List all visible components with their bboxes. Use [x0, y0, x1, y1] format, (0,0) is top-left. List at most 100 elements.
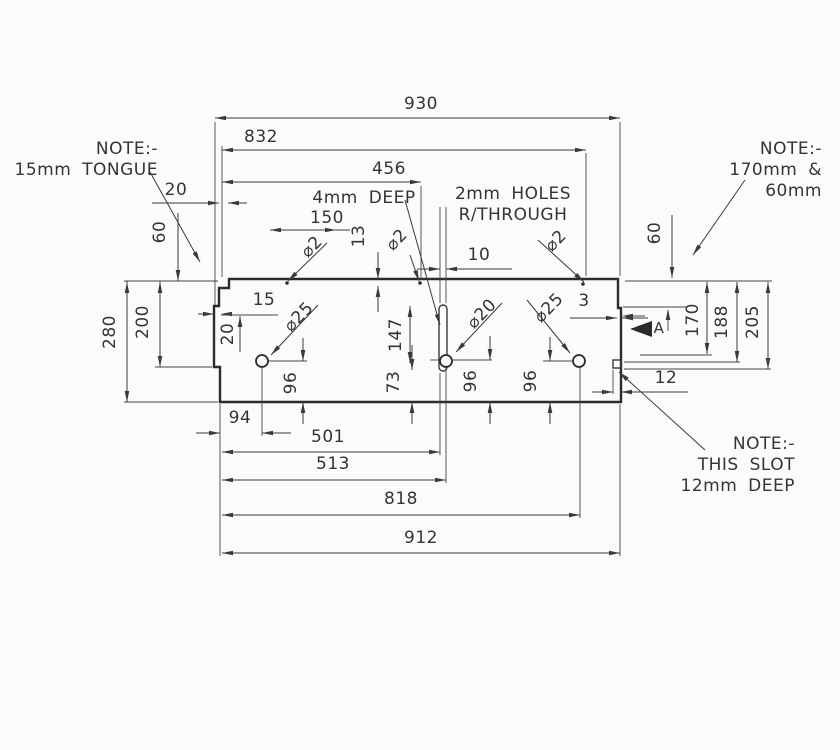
arrowhead-icon — [409, 359, 415, 370]
arrowhead-icon — [410, 179, 421, 185]
extension-lines — [124, 122, 772, 556]
arrowhead-icon — [407, 352, 413, 363]
part-outline — [212, 277, 623, 404]
arrowhead-icon — [704, 343, 710, 354]
arrowhead-icon — [222, 449, 233, 455]
dim-label-3: 3 — [578, 291, 590, 311]
arrowhead-icon — [192, 251, 200, 262]
dim-label-200: 200 — [133, 305, 153, 339]
dim-label-205: 205 — [743, 305, 763, 339]
hole-dot-2mm-mid — [418, 281, 422, 285]
hole-center-20 — [439, 354, 453, 368]
arrowhead-icon — [547, 350, 553, 361]
arrowhead-icon — [203, 311, 214, 317]
arrowhead-icon — [574, 272, 584, 282]
arrowhead-icon — [237, 316, 243, 327]
arrowhead-icon — [665, 309, 671, 320]
arrowhead-icon — [487, 349, 493, 360]
dim-label-818: 818 — [384, 489, 418, 509]
arrowhead-icon — [262, 430, 273, 436]
note-170-60: NOTE:- 170mm & 60mm — [729, 139, 822, 201]
hole-dot-2mm-right — [581, 282, 585, 286]
arrowhead-icon — [413, 269, 419, 281]
arrowhead-icon — [487, 402, 493, 413]
arrowhead-icon — [693, 244, 702, 255]
dim-label-188: 188 — [712, 305, 732, 339]
note-4mm-deep: 4mm DEEP — [312, 188, 416, 208]
dim-label-96-2: 96 — [461, 369, 481, 393]
dim-label-20-left: 20 — [218, 322, 238, 346]
hole-left-25 — [255, 354, 269, 368]
arrowhead-icon — [215, 115, 226, 121]
arrowhead-icon — [157, 356, 163, 367]
arrowhead-icon — [175, 270, 181, 281]
dim-label-501: 501 — [311, 427, 345, 447]
arrowhead-icon — [434, 313, 440, 325]
arrowhead-icon — [325, 227, 336, 233]
arrowhead-icon — [222, 550, 233, 556]
arrowhead-icon — [124, 391, 130, 402]
arrowhead-icon — [208, 200, 219, 206]
arrowhead-icon — [602, 389, 613, 395]
arrowhead-icon — [622, 313, 633, 319]
arrowhead-icon — [222, 179, 233, 185]
arrowhead-icon — [547, 402, 553, 413]
arrowhead-icon — [734, 282, 740, 293]
arrowhead-icon — [209, 430, 220, 436]
arrowhead-icon — [606, 315, 617, 321]
arrowhead-icon — [435, 477, 446, 483]
arrowhead-icon — [734, 351, 740, 362]
arrowhead-icon — [375, 286, 381, 297]
arrowhead-icon — [124, 282, 130, 293]
arrowheads — [124, 115, 771, 556]
dim-label-513: 513 — [316, 454, 350, 474]
dim-label-280: 280 — [100, 315, 120, 349]
section-label: A — [653, 319, 665, 337]
edge-slot-notch — [612, 359, 622, 369]
hole-right-25 — [572, 354, 586, 368]
arrowhead-icon — [669, 267, 675, 278]
dim-label-15: 15 — [252, 290, 276, 310]
leader-lines — [149, 171, 746, 451]
dim-label-912: 912 — [404, 528, 438, 548]
arrowhead-icon — [765, 358, 771, 369]
dim-label-456: 456 — [372, 159, 406, 179]
arrowhead-icon — [561, 343, 570, 353]
arrowhead-icon — [429, 449, 440, 455]
dim-label-930: 930 — [404, 94, 438, 114]
dim-label-150: 150 — [310, 208, 344, 228]
arrowhead-icon — [228, 200, 239, 206]
arrowhead-icon — [300, 402, 306, 413]
arrowhead-icon — [765, 282, 771, 293]
arrowhead-icon — [704, 282, 710, 293]
arrowhead-icon — [222, 477, 233, 483]
note-2mm-holes: 2mm HOLES R/THROUGH — [454, 184, 572, 225]
arrowhead-icon — [575, 147, 586, 153]
dim-label-96-1: 96 — [281, 371, 301, 395]
dim-label-147: 147 — [386, 318, 406, 352]
dim-label-96-3: 96 — [521, 369, 541, 393]
arrowhead-icon — [609, 115, 620, 121]
arrowhead-icon — [407, 306, 413, 317]
section-arrow-icon — [630, 321, 652, 337]
note-slot-deep: NOTE:- THIS SLOT 12mm DEEP — [680, 434, 795, 496]
dim-label-73: 73 — [384, 370, 404, 394]
dim-label-832: 832 — [244, 127, 278, 147]
arrowhead-icon — [221, 311, 232, 317]
arrowhead-icon — [300, 350, 306, 361]
arrowhead-icon — [222, 512, 233, 518]
dim-label-12: 12 — [654, 368, 678, 388]
dim-label-94: 94 — [228, 408, 252, 428]
dim-label-170: 170 — [683, 303, 703, 337]
center-slot — [438, 304, 448, 372]
arrowhead-icon — [271, 345, 281, 355]
dim-label-10: 10 — [467, 245, 491, 265]
hole-dot-2mm-left — [285, 281, 289, 285]
arrowhead-icon — [409, 402, 415, 413]
arrowhead-icon — [621, 389, 632, 395]
dim-label-20-top: 20 — [164, 180, 188, 200]
dim-label-13: 13 — [349, 224, 369, 248]
note-tongue: NOTE:- 15mm TONGUE — [14, 139, 158, 180]
